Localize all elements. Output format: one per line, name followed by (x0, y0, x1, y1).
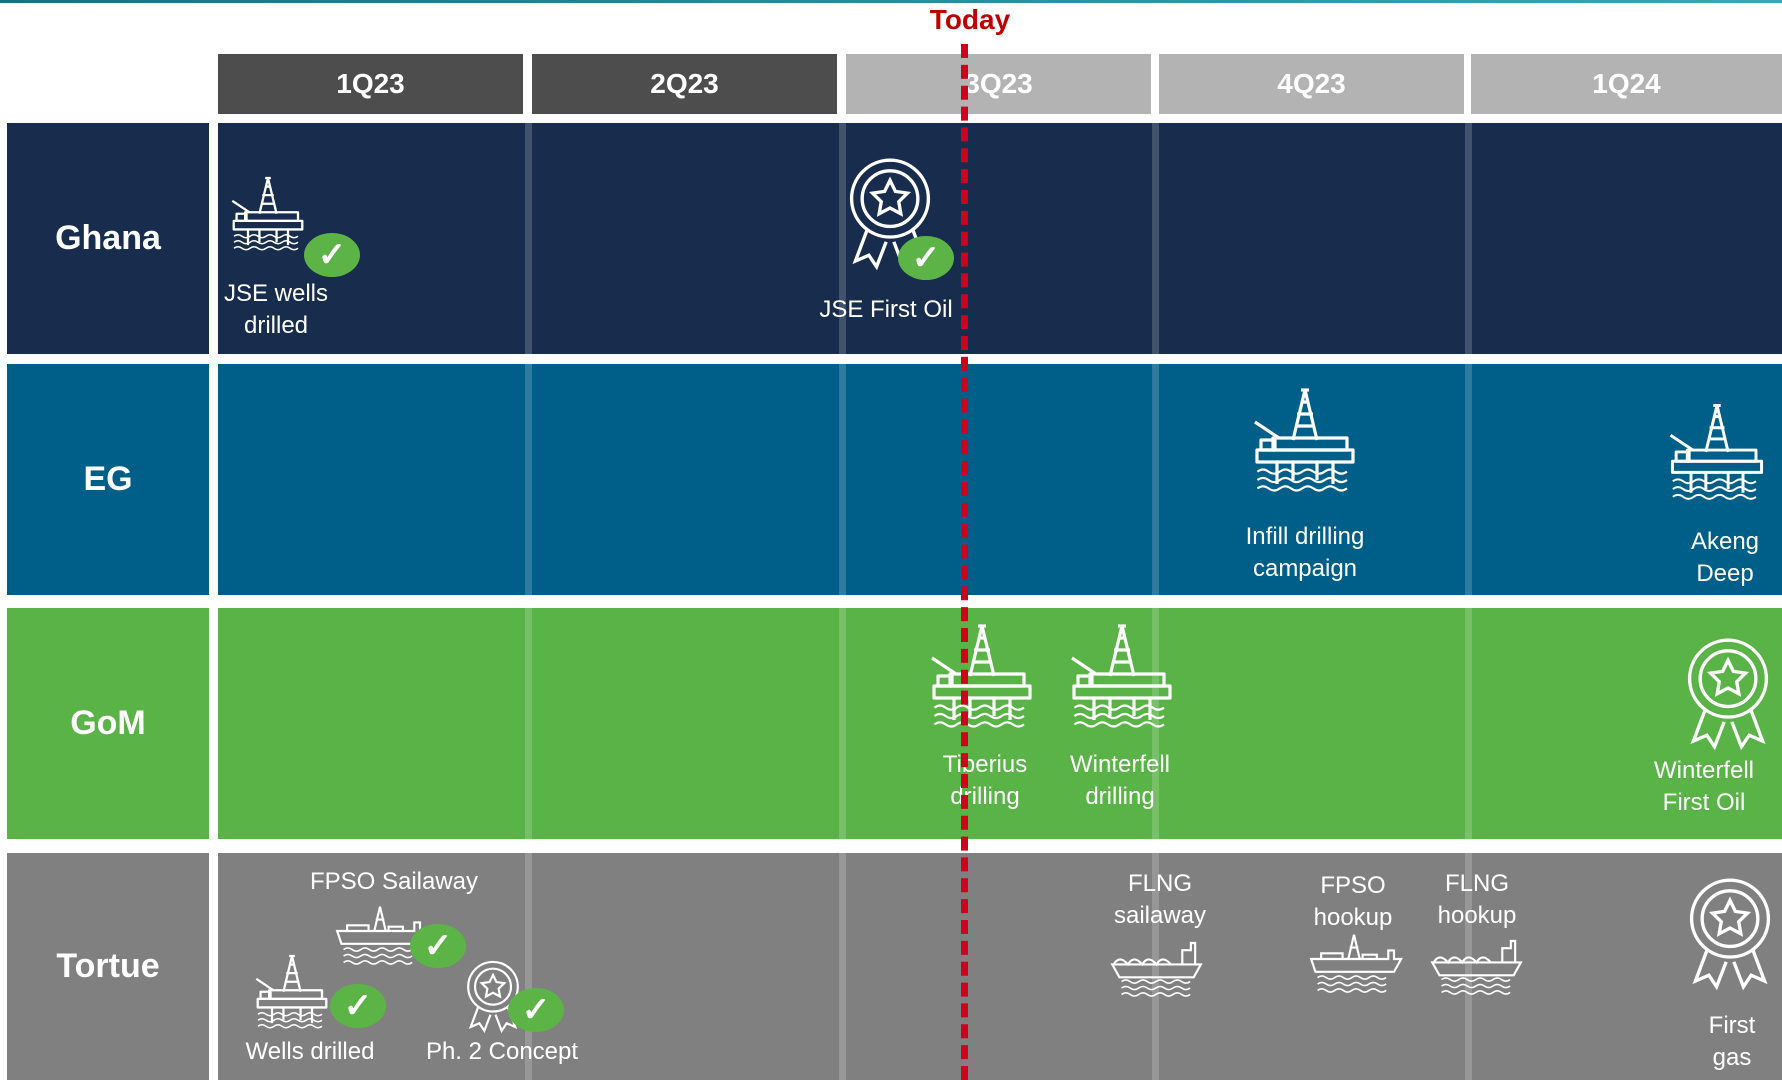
row-label-eg: EG (7, 364, 209, 595)
milestone-wells-drilled: Wells drilled (245, 1038, 375, 1065)
check-icon: ✓ (508, 988, 564, 1032)
check-icon: ✓ (898, 236, 954, 280)
milestone-first-gas: First gas (1708, 1012, 1756, 1071)
check-icon: ✓ (330, 984, 386, 1028)
offshore-rig-icon (1652, 396, 1782, 506)
quarter-header-3q23: 3Q23 (846, 54, 1151, 114)
today-label: Today (929, 4, 1011, 35)
quarter-header-1q23: 1Q23 (218, 54, 523, 114)
row-band-eg (218, 364, 1782, 595)
milestone-flng-hookup: FLNG hookup (1437, 870, 1517, 929)
quarter-header-2q23: 2Q23 (532, 54, 837, 114)
row-label-tortue: Tortue (7, 853, 209, 1080)
fpso-icon (1304, 928, 1404, 1000)
offshore-rig-icon (1052, 620, 1192, 730)
milestone-winterfell-first-oil: Winterfell First Oil (1653, 757, 1755, 816)
check-icon: ✓ (304, 233, 360, 277)
quarter-header-1q24: 1Q24 (1471, 54, 1782, 114)
row-band-ghana (218, 123, 1782, 354)
milestone-jse-wells: JSE wells drilled (223, 280, 329, 339)
offshore-rig-icon (242, 950, 342, 1032)
milestone-fpso-hookup: FPSO hookup (1313, 872, 1393, 931)
offshore-rig-icon (1235, 384, 1375, 494)
lng-carrier-icon (1428, 932, 1528, 1000)
award-icon (1680, 632, 1776, 754)
check-icon: ✓ (410, 924, 466, 968)
award-icon (1682, 872, 1778, 994)
row-label-ghana: Ghana (7, 123, 209, 354)
row-label-gom: GoM (7, 608, 209, 839)
milestone-jse-first-oil: JSE First Oil (819, 296, 953, 323)
row-band-gom (218, 608, 1782, 839)
offshore-rig-icon (218, 158, 318, 268)
milestone-winterfell-drilling: Winterfell drilling (1069, 751, 1171, 810)
offshore-rig-icon (912, 620, 1052, 730)
milestone-infill-drilling: Infill drilling campaign (1245, 523, 1365, 582)
milestone-flng-sailaway: FLNG sailaway (1113, 870, 1207, 929)
top-rule (0, 0, 1782, 3)
quarter-header-4q23: 4Q23 (1159, 54, 1464, 114)
milestone-ph2-concept: Ph. 2 Concept (425, 1038, 579, 1065)
milestone-fpso-sailaway: FPSO Sailaway (309, 868, 479, 895)
milestone-tiberius-drilling: Tiberius drilling (942, 751, 1028, 810)
lng-carrier-icon (1108, 934, 1208, 1002)
milestone-akeng-deep: Akeng Deep (1690, 528, 1760, 587)
